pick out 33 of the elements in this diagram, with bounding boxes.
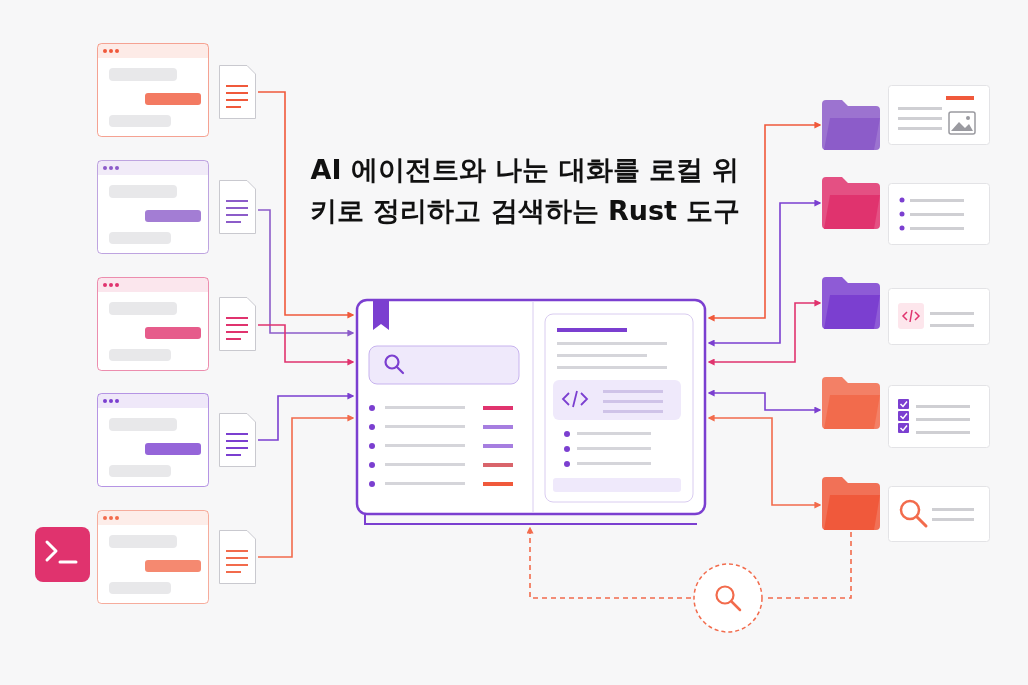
arrow (707, 199, 822, 347)
arrow (707, 389, 822, 414)
title: AI 에이전트와 나눈 대화를 로컬 위키로 정리하고 검색하는 Rust 도구 (308, 153, 742, 228)
folder-icon (822, 477, 880, 530)
arrow (257, 414, 355, 558)
content-card (888, 288, 990, 345)
chat-window (97, 277, 209, 371)
chat-window (97, 510, 209, 604)
content-card (888, 385, 990, 448)
document-icon (219, 413, 256, 467)
search-circle (693, 563, 763, 633)
arrow (257, 392, 355, 441)
content-card (888, 85, 990, 145)
document-icon (219, 297, 256, 351)
arrow (257, 324, 355, 366)
arrow (257, 209, 355, 337)
arrow (526, 526, 692, 599)
arrow (707, 299, 822, 366)
document-icon (219, 65, 256, 119)
document-icon (219, 530, 256, 584)
arrow (257, 91, 355, 319)
chat-window (97, 160, 209, 254)
document-icon (219, 180, 256, 234)
folder-icon (822, 277, 880, 329)
folder-icon (822, 377, 880, 429)
chat-window (97, 393, 209, 487)
arrow (707, 121, 822, 322)
folder-icon (822, 177, 880, 229)
content-card (888, 183, 990, 245)
folder-icon (822, 100, 880, 150)
arrow (707, 414, 822, 509)
chat-window (97, 43, 209, 137)
content-card (888, 486, 990, 542)
